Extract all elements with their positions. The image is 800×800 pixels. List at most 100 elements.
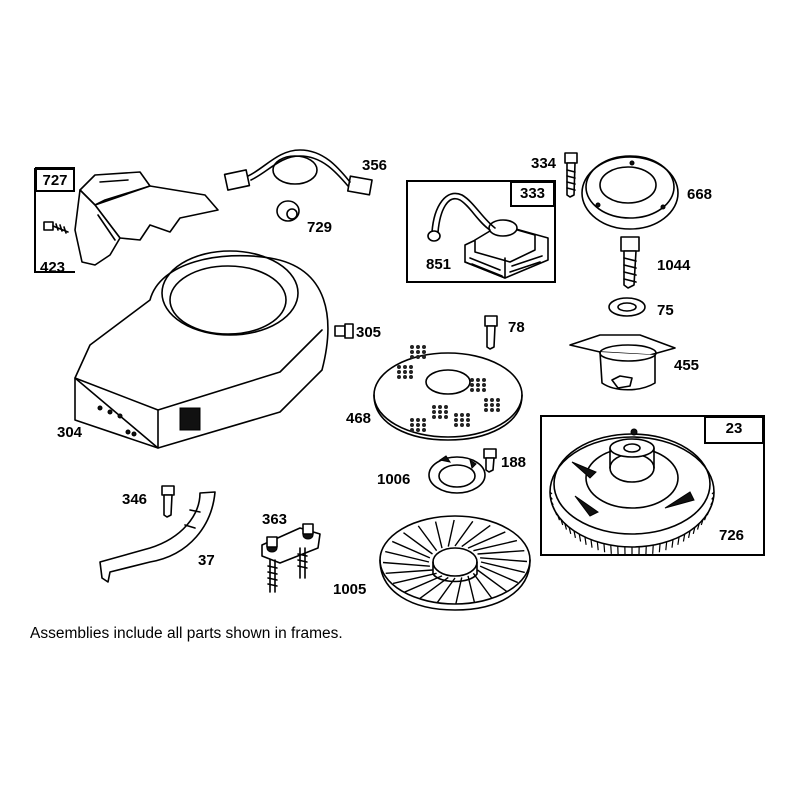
screen-hole [466,418,470,422]
frame-23-border [540,415,765,556]
flywheel-tooth [550,501,554,506]
screen-hole [444,405,448,409]
flywheel-tooth [573,530,577,538]
screen-hole [476,383,480,387]
baffle-37-drawing [99,491,216,583]
screen-hole [410,423,414,427]
fan-1005-drawing [379,515,531,611]
flywheel-tooth [703,515,707,521]
screen-hole [470,388,474,392]
part-label-423: 423 [40,259,66,276]
screen-hole [416,350,420,354]
flywheel-tooth [665,541,668,551]
frame-23-label: 23 [704,416,764,444]
flywheel-tooth [610,545,612,554]
part-label-305: 305 [356,324,382,341]
part-label-729: 729 [307,219,333,236]
screen-hole [490,398,494,402]
fan-blade [417,525,438,552]
screen-hole [484,398,488,402]
part-label-851: 851 [426,256,452,273]
flywheel-tooth [708,505,712,511]
screen-hole [416,428,420,432]
fan-blade [477,569,507,592]
fan-blade [473,539,518,552]
flywheel-tooth [706,510,710,516]
flywheel-tooth [564,523,568,530]
screen-hole [438,410,442,414]
cup-668-drawing [581,155,679,230]
screen-hole [409,375,413,379]
flywheel-tooth [554,510,558,516]
screen-hole [460,418,464,422]
fan-blade [455,577,463,605]
screen-hole [444,415,448,419]
screen-hole [422,345,426,349]
screen-hole [416,423,420,427]
screw-78-drawing [484,315,498,350]
screen-hole [416,418,420,422]
screen-468-drawing [373,352,523,441]
screen-hole [432,405,436,409]
flywheel-tooth [560,519,564,526]
fan-blade [385,550,430,563]
flywheel-tooth [692,527,696,534]
screen-hole [466,423,470,427]
air-guide-727-drawing [74,171,219,266]
fan-blade [392,572,437,585]
screw-188-drawing [483,448,497,473]
flywheel-tooth [603,543,606,553]
screen-hole [397,375,401,379]
fan-blade [467,531,506,549]
screen-hole [416,345,420,349]
flywheel-726-drawing [549,428,715,548]
flywheel-tooth [700,519,704,526]
screen-hole [422,418,426,422]
screen-hole [410,350,414,354]
part-label-668: 668 [687,186,713,203]
screen-hole [466,413,470,417]
screen-hole [403,365,407,369]
screen-hole [410,418,414,422]
screw-423-drawing [43,221,69,234]
fan-blade [403,532,433,555]
fan-blade [385,569,433,575]
wire-356-drawing [223,149,373,196]
screen-hole [482,378,486,382]
flywheel-tooth [687,530,691,538]
ratchet-1006-drawing [428,455,486,494]
screen-hole [496,398,500,402]
part-label-356: 356 [362,157,388,174]
bracket-363-drawing [261,523,321,593]
screen-hole [482,383,486,387]
fan-blade [391,540,431,559]
screen-hole [397,370,401,374]
fan-blade [477,549,525,555]
fan-blade [436,577,456,604]
flywheel-tooth [652,545,654,554]
fan-blade [480,561,525,574]
part-label-188: 188 [501,454,527,471]
flywheel-tooth [682,534,686,542]
bolt-305-drawing [334,323,354,339]
part-label-468: 468 [346,410,372,427]
part-label-78: 78 [508,319,525,336]
screen-hole [470,383,474,387]
screen-hole [432,415,436,419]
screen-hole [410,428,414,432]
fan-blade [472,572,493,599]
frame-727-label: 727 [35,168,75,192]
screen-hole [410,345,414,349]
flywheel-tooth [549,491,553,495]
fan-1005-blades [382,519,528,605]
screen-hole [460,423,464,427]
screen-hole [454,413,458,417]
flywheel-tooth [596,541,599,551]
flywheel-tooth [711,496,715,500]
screen-hole [496,403,500,407]
screen-hole [496,408,500,412]
flywheel-tooth [696,523,700,530]
screen-hole [409,365,413,369]
fan-blade [454,520,474,547]
screen-hole [409,370,413,374]
